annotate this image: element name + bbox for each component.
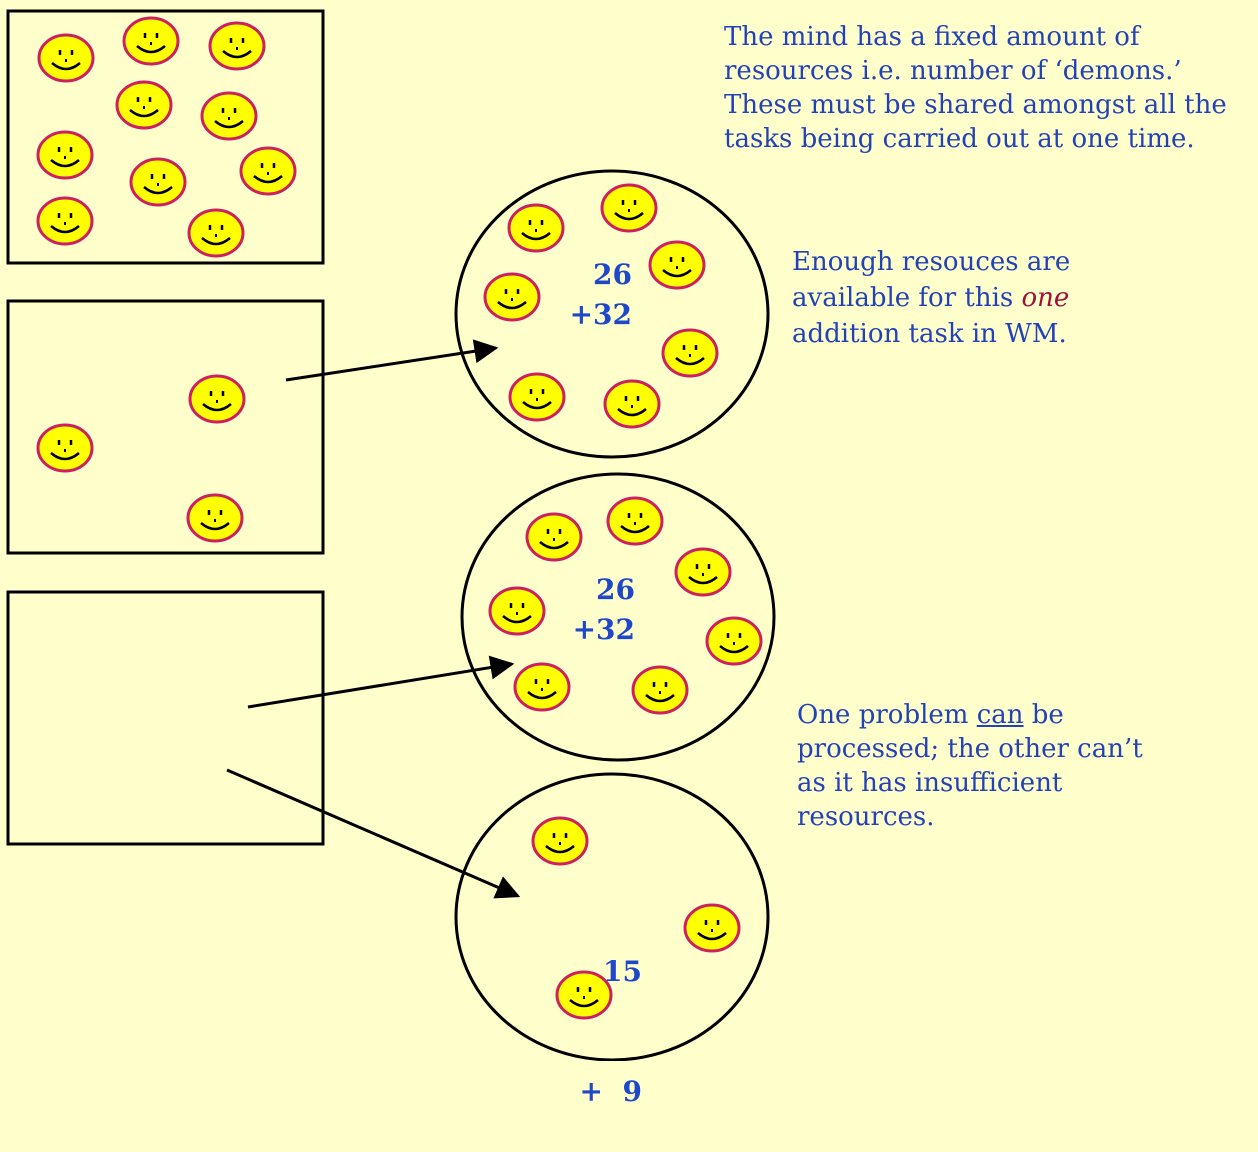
addition-problem-1: 26 +32 bbox=[560, 255, 632, 335]
smiley-face-icon bbox=[508, 372, 566, 422]
addend-top: 26 bbox=[593, 258, 632, 291]
caption-single-task: Enough resouces are available for this o… bbox=[792, 244, 1092, 352]
smiley-face-icon bbox=[200, 91, 258, 141]
smiley-face-icon bbox=[37, 33, 95, 83]
smiley-face-icon bbox=[683, 903, 741, 953]
smiley-face-icon bbox=[36, 130, 94, 180]
caption-dual-task: One problem can be processed; the other … bbox=[797, 698, 1167, 834]
smiley-face-icon bbox=[600, 183, 658, 233]
diagram-canvas bbox=[6, 9, 776, 1061]
working-memory-circle-1 bbox=[454, 169, 770, 459]
smiley-face-icon bbox=[188, 374, 246, 424]
smiley-face-icon bbox=[603, 379, 661, 429]
smiley-face-icon bbox=[488, 586, 546, 636]
smiley-face-icon bbox=[122, 16, 180, 66]
smiley-face-icon bbox=[555, 970, 613, 1020]
smiley-face-icon bbox=[115, 80, 173, 130]
smiley-face-icon bbox=[525, 512, 583, 562]
smiley-face-icon bbox=[187, 208, 245, 258]
smiley-face-icon bbox=[705, 616, 763, 666]
arrow-to-circle-3 bbox=[226, 768, 521, 899]
smiley-face-icon bbox=[661, 328, 719, 378]
smiley-face-icon bbox=[36, 196, 94, 246]
resource-demons bbox=[36, 16, 763, 1020]
smiley-face-icon bbox=[513, 662, 571, 712]
addend-bottom: +32 bbox=[569, 298, 632, 331]
smiley-face-icon bbox=[483, 272, 541, 322]
smiley-face-icon bbox=[631, 665, 689, 715]
smiley-face-icon bbox=[606, 496, 664, 546]
smiley-face-icon bbox=[531, 816, 589, 866]
caption-text: addition task in WM. bbox=[792, 319, 1067, 349]
resource-pool-partial bbox=[6, 299, 325, 555]
resource-pool-empty bbox=[6, 590, 325, 846]
caption-underlined: can bbox=[976, 700, 1024, 730]
smiley-face-icon bbox=[129, 157, 187, 207]
smiley-face-icon bbox=[208, 21, 266, 71]
working-memory-circle-2 bbox=[460, 472, 776, 762]
smiley-face-icon bbox=[507, 203, 565, 253]
smiley-face-icon bbox=[648, 240, 706, 290]
arrow-to-circle-2 bbox=[247, 655, 515, 709]
smiley-face-icon bbox=[239, 146, 297, 196]
smiley-face-icon bbox=[674, 547, 732, 597]
caption-emphasis: one bbox=[1021, 283, 1070, 313]
addition-problem-3: 15 + 9 bbox=[570, 872, 642, 1152]
addend-bottom: + 9 bbox=[579, 1075, 642, 1108]
addend-top: 26 bbox=[596, 573, 635, 606]
caption-text: One problem bbox=[797, 700, 977, 730]
addition-problem-2: 26 +32 bbox=[560, 570, 635, 650]
smiley-face-icon bbox=[36, 423, 94, 473]
arrow-to-circle-1 bbox=[285, 339, 499, 382]
smiley-face-icon bbox=[186, 493, 244, 543]
working-memory-circle-3 bbox=[454, 772, 770, 1061]
addend-top: 15 bbox=[603, 955, 642, 988]
resource-pool-full bbox=[6, 9, 325, 265]
caption-intro: The mind has a fixed amount of resources… bbox=[724, 22, 1227, 154]
addend-bottom: +32 bbox=[572, 613, 635, 646]
caption-text: Enough resouces are available for this bbox=[792, 247, 1071, 313]
caption-text: be processed; the other can’t as it has … bbox=[797, 700, 1143, 832]
